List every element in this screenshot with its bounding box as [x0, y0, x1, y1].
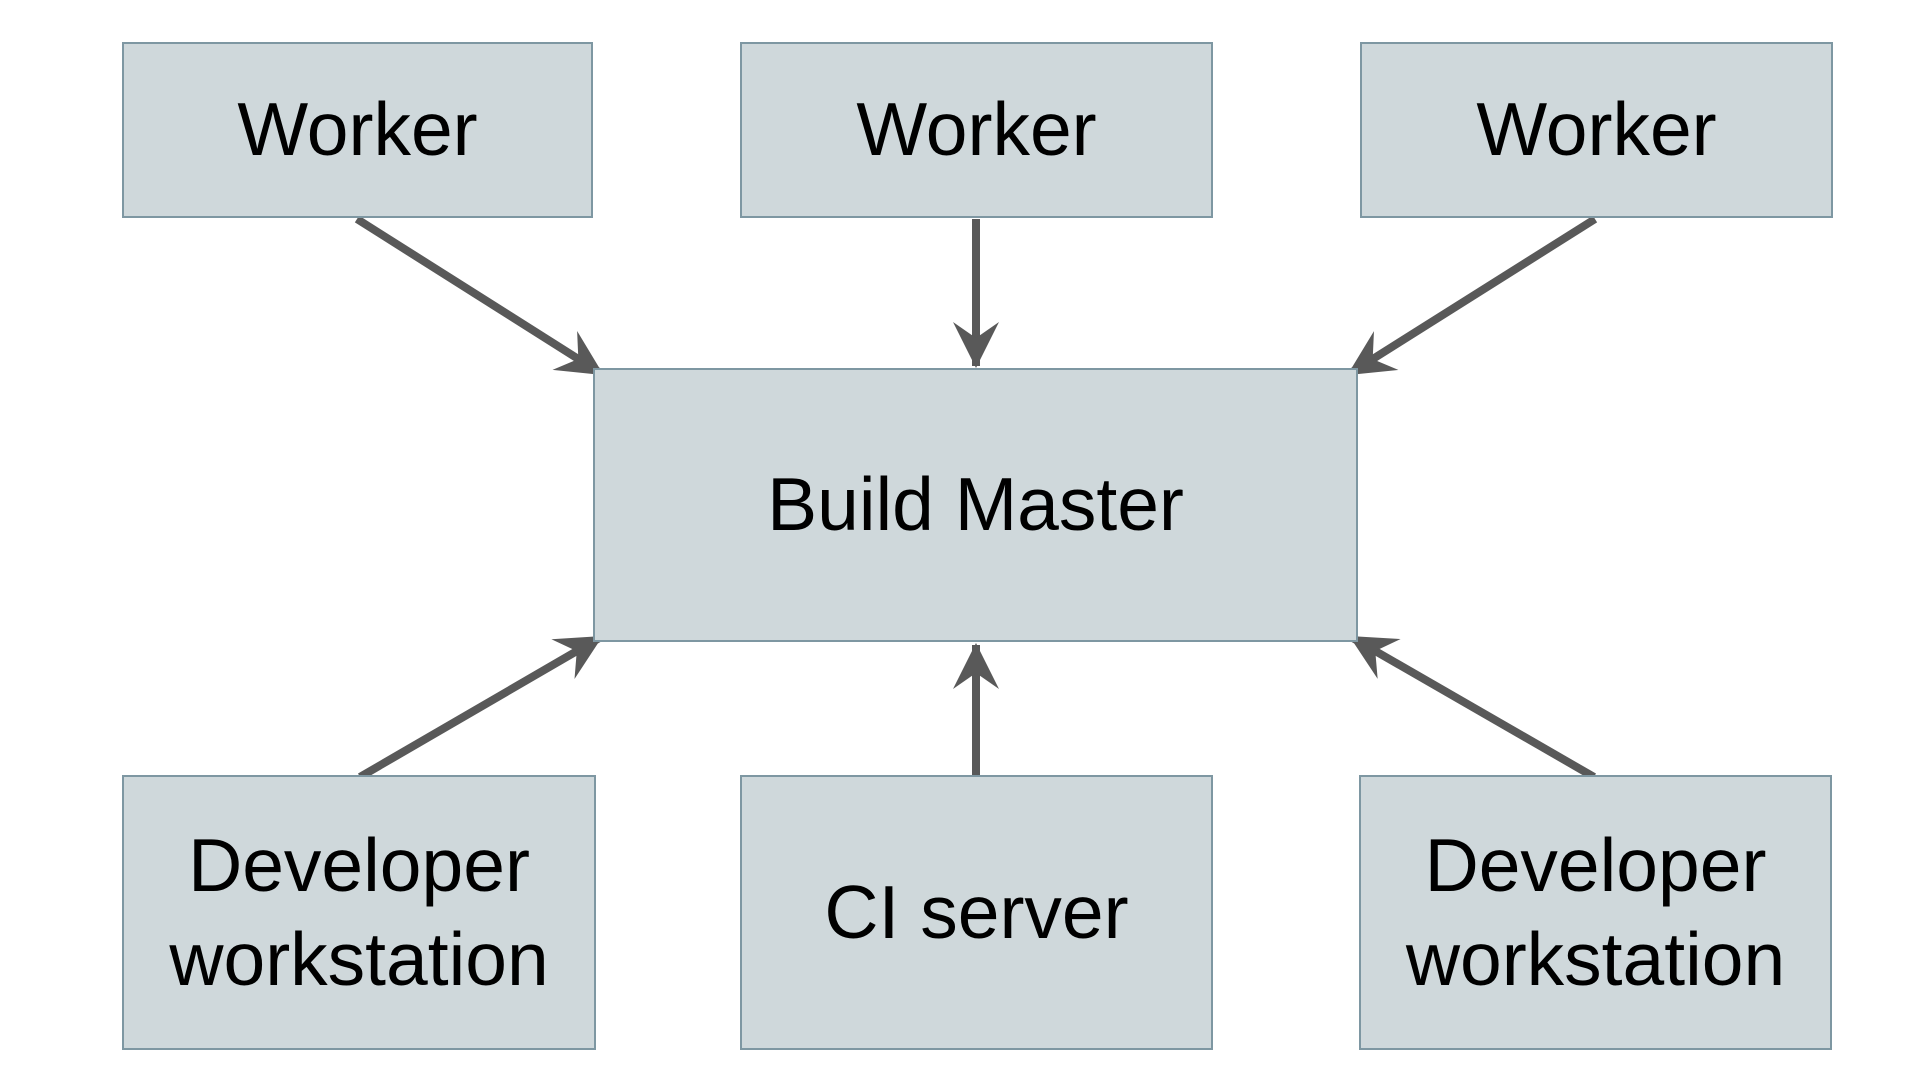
arrow-developer-workstation-left-to-build-master [357, 633, 604, 781]
arrow-worker-1-to-build-master [354, 215, 605, 378]
node-worker-1-label: Worker [237, 87, 478, 172]
arrow-developer-workstation-right-to-build-master [1349, 633, 1596, 781]
node-ci-server: CI server [740, 775, 1213, 1050]
node-developer-workstation-right: Developer workstation [1359, 775, 1832, 1050]
node-developer-workstation-right-label: Developer workstation [1405, 822, 1786, 1001]
node-worker-3-label: Worker [1476, 87, 1717, 172]
node-worker-2-label: Worker [856, 87, 1097, 172]
node-build-master-label: Build Master [767, 462, 1184, 547]
node-build-master: Build Master [593, 368, 1358, 642]
node-worker-3: Worker [1360, 42, 1833, 218]
node-developer-workstation-left-label: Developer workstation [169, 822, 549, 1001]
node-developer-workstation-left: Developer workstation [122, 775, 596, 1050]
node-worker-2: Worker [740, 42, 1213, 218]
node-worker-1: Worker [122, 42, 593, 218]
arrow-worker-3-to-build-master [1346, 215, 1598, 378]
node-ci-server-label: CI server [824, 869, 1129, 954]
